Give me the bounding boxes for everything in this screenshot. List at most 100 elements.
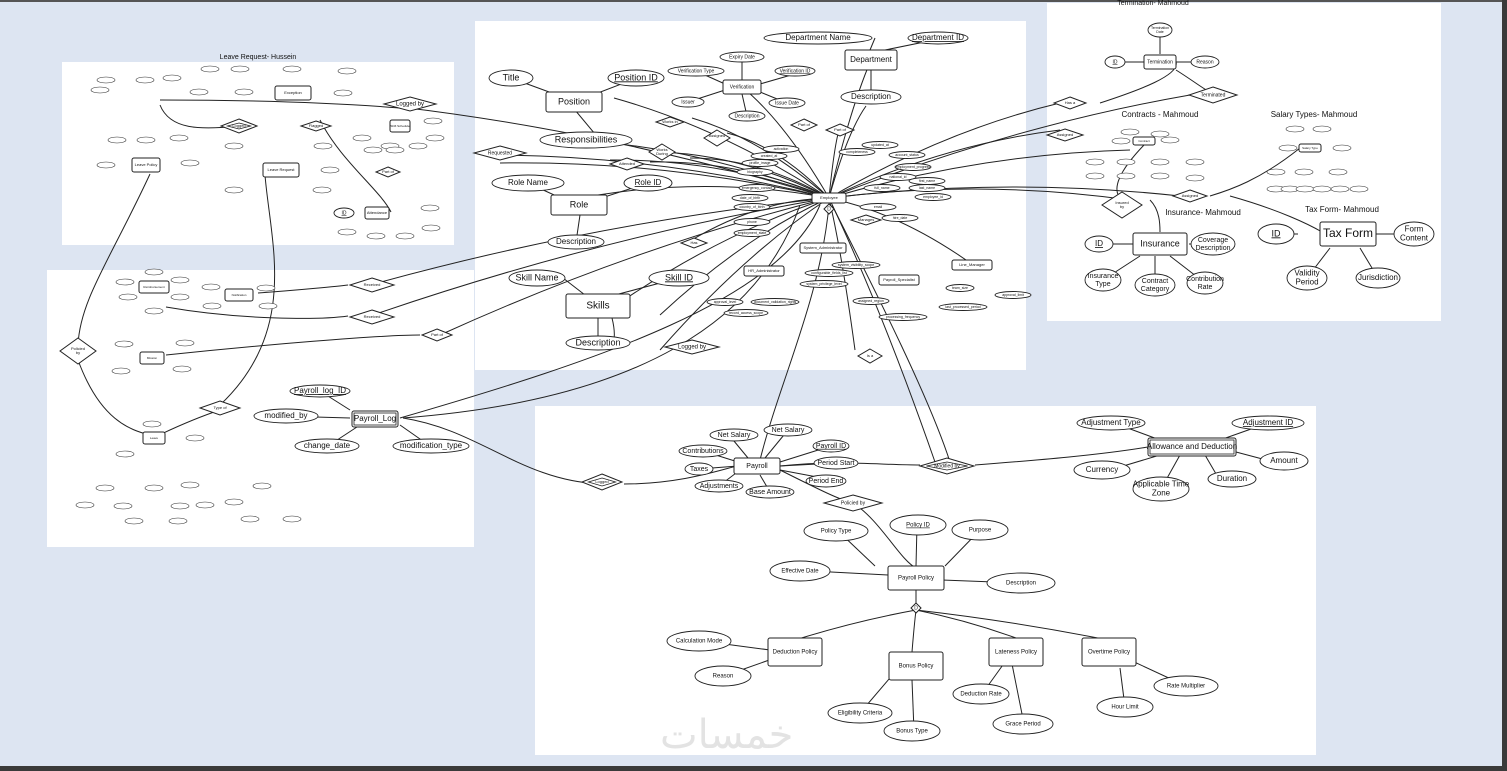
minor-attribute-oval (90, 86, 110, 94)
attr-specialist-region: assigned_region (858, 299, 884, 303)
entity-payroll-log: Payroll_Log (354, 414, 396, 423)
entity-role-box (550, 194, 608, 216)
entity-leave-request-box (262, 162, 300, 178)
attr-currency-oval (1073, 460, 1131, 480)
entity-department-box (844, 49, 898, 71)
attr-purpose-oval (951, 519, 1009, 541)
attr-employee-empstate-oval (733, 229, 771, 237)
window-top-border (0, 0, 1507, 2)
minor-attribute-oval (385, 146, 405, 154)
rel-policied-by-payroll-diamond (822, 494, 884, 512)
rel-has-a: Has a (1065, 100, 1076, 105)
attr-adjustment-id-oval (1231, 415, 1305, 431)
rel-works-in: Works in (662, 119, 677, 124)
entity-payroll-specialist-box (878, 274, 920, 286)
attr-purpose: Purpose (969, 528, 992, 534)
attr-verification-issue-date-oval (768, 97, 806, 109)
attr-system-scope: system_visibility_scope (838, 263, 874, 267)
attr-grace-period: Grace Period (1005, 722, 1040, 728)
minor-attribute-oval (1295, 185, 1315, 193)
attr-role-name-oval (491, 174, 565, 192)
rel-works-during-diamond (648, 143, 676, 161)
attr-currency: Currency (1086, 465, 1118, 474)
entity-exception-box (274, 85, 312, 101)
rel-attended-diamond (608, 157, 646, 171)
entity-shift-schedule-box (389, 119, 411, 133)
attr-base-amount-oval (745, 485, 795, 499)
minor-attribute-oval (240, 515, 260, 523)
attr-employee-national-oval (879, 173, 917, 181)
attr-net-salary-1: Net Salary (718, 432, 751, 439)
minor-attribute-oval (195, 501, 215, 509)
minor-attribute-oval (170, 502, 190, 510)
attr-position-responsibilities-oval (539, 131, 633, 149)
minor-attribute-oval (425, 134, 445, 142)
attr-attendance-id-oval (333, 207, 355, 219)
entity-contract-box (1132, 136, 1156, 146)
entity-reimbursement-box (138, 280, 170, 294)
entity-system-administrator: System_Administrator (803, 245, 843, 250)
attr-insurance-type-oval (1084, 268, 1122, 292)
attr-hr-record-access-oval (723, 309, 769, 317)
rel-received-notification-diamond (348, 277, 396, 293)
rel-type-of: Type of (213, 405, 227, 410)
rel-logged-diamond (580, 473, 624, 491)
attr-specialist-processed: last_processed_period (945, 305, 980, 309)
entity-leave-policy-box (131, 157, 161, 173)
attr-verification-issuer: Issuer (681, 99, 695, 105)
attr-hr-document-rights: document_validation_rights (754, 300, 797, 304)
minor-attribute-oval (1116, 158, 1136, 166)
attr-insurance-id-oval (1084, 235, 1114, 253)
attr-insurance-category-oval (1134, 273, 1176, 297)
minor-attribute-oval (230, 65, 250, 73)
rel-has-a-diamond (1052, 96, 1088, 110)
attr-employee-last: last_name (919, 186, 935, 190)
attr-adjustments-oval (694, 479, 744, 493)
attr-system-fields-oval (804, 269, 854, 277)
attr-reason-oval (694, 665, 752, 687)
attr-payroll-log-id-oval (289, 384, 351, 398)
minor-attribute-oval (113, 502, 133, 510)
attr-termination-date-oval (1147, 22, 1173, 38)
attr-policy-id-oval (889, 514, 947, 536)
attr-payroll-log-modified-by: modified_by (264, 411, 307, 420)
attr-line-approval-limit: approval_limit (1002, 293, 1024, 297)
entity-insurance-box (1132, 232, 1188, 256)
rel-received-reimbursement: Received (364, 314, 381, 319)
minor-attribute-oval (224, 186, 244, 194)
attr-payroll-log-modification-type-oval (392, 438, 470, 454)
rel-part-of-attendance: Part of (382, 169, 395, 174)
entity-attendance: Attendance (367, 210, 388, 215)
minor-attribute-oval (115, 450, 135, 458)
minor-attribute-oval (395, 232, 415, 240)
attr-position-title-oval (488, 69, 534, 87)
attr-skill-description-oval (565, 335, 631, 351)
minor-attribute-oval (313, 142, 333, 150)
attr-employee-status-oval (888, 151, 926, 159)
rel-has-skill-diamond (679, 237, 709, 249)
attr-policy-type-oval (803, 520, 869, 542)
attr-specialist-frequency: processing_frequency (886, 315, 920, 319)
attr-verification-id: Verification ID (780, 68, 811, 74)
attr-amount-oval (1259, 451, 1309, 471)
entity-allowance-deduction: Allowance and Deduction (1147, 442, 1237, 451)
attr-policy-description: Description (1006, 581, 1036, 587)
attr-employee-id-oval (914, 193, 952, 201)
minor-attribute-oval (168, 517, 188, 525)
entity-employee-box (811, 192, 847, 204)
attr-employee-created-oval (750, 152, 788, 160)
minor-attribute-oval (1278, 144, 1298, 152)
entity-verification: Verification (730, 84, 755, 90)
entity-skills: Skills (586, 301, 609, 312)
minor-attribute-oval (1185, 174, 1205, 182)
attr-employee-progress: employment_progress (896, 165, 931, 169)
attr-skill-name: Skill Name (515, 272, 558, 282)
attr-employee-completeness: completeness (846, 150, 868, 154)
rel-is-a-diamond (857, 348, 883, 364)
minor-attribute-oval (366, 232, 386, 240)
minor-attribute-oval (135, 76, 155, 84)
